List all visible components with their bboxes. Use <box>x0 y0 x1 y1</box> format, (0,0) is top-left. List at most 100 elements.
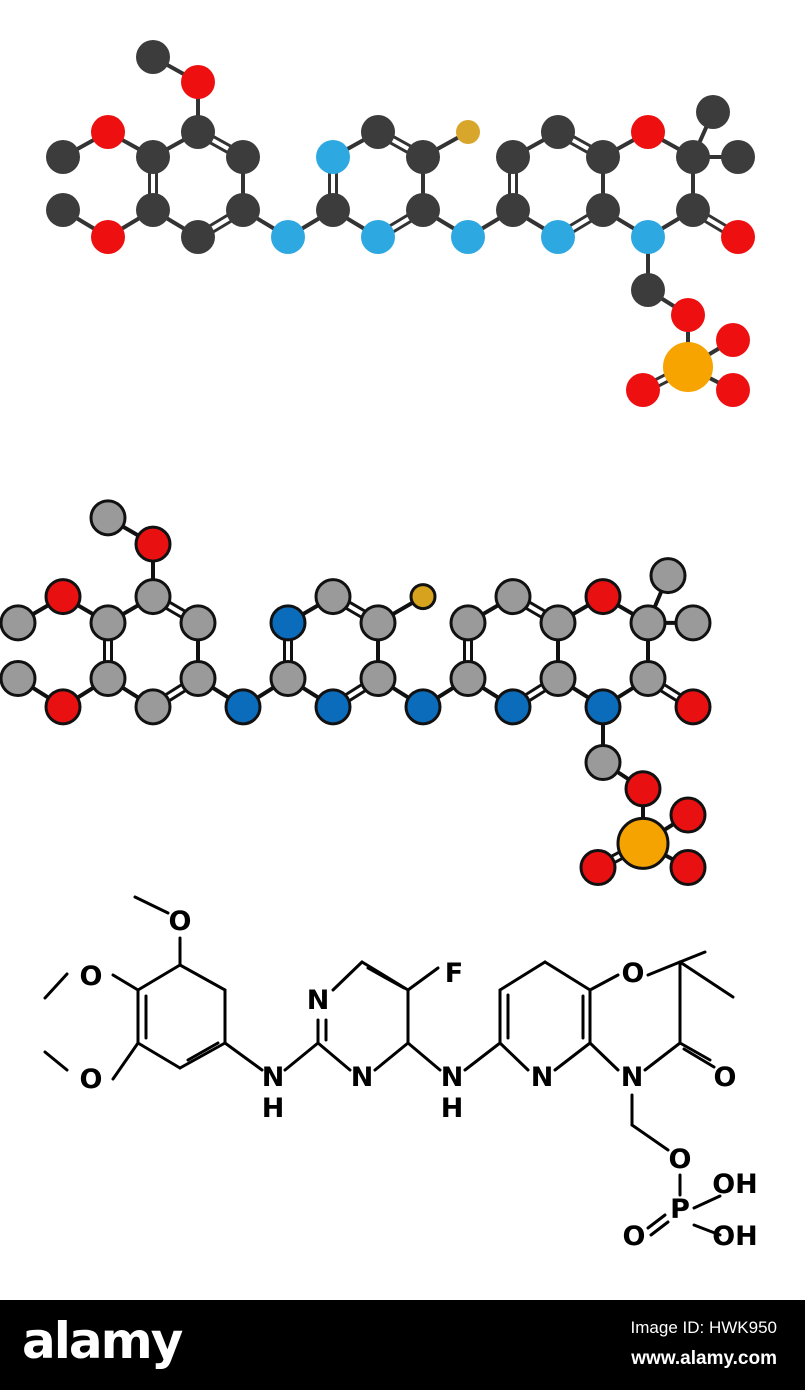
model1-atom-c <box>46 193 80 227</box>
model1-atom-o <box>626 373 660 407</box>
model1-atom-n <box>631 220 665 254</box>
skeletal-bond <box>283 1041 320 1072</box>
model2-atom-n <box>404 688 442 726</box>
atom-label-o-ring: O <box>622 958 645 989</box>
model2-atom-c <box>649 557 687 595</box>
model1-atom-n <box>316 140 350 174</box>
model2-atom-o <box>134 525 172 563</box>
skeletal-bond <box>43 972 69 1000</box>
model2-atom-c <box>134 578 172 616</box>
model2-atom-n <box>224 688 262 726</box>
atom-label-o-linker: O <box>669 1144 692 1175</box>
model2-atom-f <box>409 583 437 611</box>
model1-atom-c <box>541 115 575 149</box>
model1-atom-o <box>721 220 755 254</box>
model1-atom-f <box>456 120 480 144</box>
skeletal-bond <box>43 1050 69 1072</box>
atom-label-nh1-h: H <box>262 1093 285 1124</box>
atom-label-o-methoxy-mid: O <box>80 961 103 992</box>
skeletal-bond <box>553 1041 592 1072</box>
model2-atoms <box>0 499 712 886</box>
model1-atom-c <box>226 193 260 227</box>
atom-label-p: P <box>670 1194 690 1225</box>
model2-atom-c <box>0 660 37 697</box>
atom-label-oh2: OH <box>712 1221 758 1252</box>
model1-atom-p <box>663 342 713 392</box>
skeletal-bond <box>186 1041 220 1062</box>
model1-atom-c <box>676 193 710 227</box>
skeletal-bond <box>646 1213 667 1230</box>
atom-label-o-double: O <box>623 1221 646 1252</box>
model1-atom-c <box>46 140 80 174</box>
atom-label-o-methoxy-top: O <box>169 906 192 937</box>
atom-label-n-pyrimidine-bot: N <box>351 1062 374 1093</box>
model2-atom-n <box>269 604 307 642</box>
model2-atom-o <box>669 796 707 834</box>
model1-atom-c <box>316 193 350 227</box>
model1-atom-n <box>361 220 395 254</box>
skeletal-bond <box>178 1041 227 1070</box>
skeletal-bond <box>111 1041 140 1081</box>
skeletal-bond <box>133 895 170 915</box>
model1-atom-c <box>721 140 755 174</box>
model1-atom-o <box>671 298 705 332</box>
model2-atom-n <box>584 688 622 726</box>
atom-label-o-carbonyl: O <box>714 1062 737 1093</box>
model1-atoms <box>46 40 755 407</box>
skeletal-bond <box>682 1047 716 1069</box>
model2-atom-c <box>584 744 622 781</box>
atom-label-o-methoxy-bot: O <box>80 1064 103 1095</box>
model2-atom-c <box>0 604 37 642</box>
skeletal-bond <box>588 1041 620 1072</box>
atom-label-nh2-h: H <box>441 1093 464 1124</box>
model2-atom-o <box>669 849 707 886</box>
skeletal-bond <box>136 1041 182 1070</box>
model2-atom-c <box>179 660 217 697</box>
model2-atom-c <box>89 499 127 537</box>
model2-atom-c <box>89 604 127 642</box>
model2-atom-n <box>314 688 352 726</box>
skeletal-bond <box>692 1194 722 1210</box>
model2-atom-c <box>449 604 487 642</box>
model2-atom-c <box>89 660 127 697</box>
model1-atom-c <box>181 115 215 149</box>
skeletal-bond <box>111 973 140 992</box>
model1-atom-n <box>271 220 305 254</box>
model2-atom-o <box>674 688 712 726</box>
atom-label-n-pyrimidine-top: N <box>307 985 330 1016</box>
model1-atom-c <box>676 140 710 174</box>
image-id-label: Image ID: HWK950 <box>630 1318 777 1337</box>
model2-atom-c <box>674 604 712 642</box>
model1-atom-o <box>631 115 665 149</box>
model2-atom-c <box>314 578 352 616</box>
model2-atom-c <box>629 660 667 697</box>
watermark-footer: alamy Image ID: HWK950 www.alamy.com <box>0 1300 805 1390</box>
skeletal-bond <box>543 960 592 992</box>
skeletal-formula: O O O N N F N H N H N O N O O P OH OH O <box>43 895 758 1252</box>
atom-label-nh1-n: N <box>262 1062 285 1093</box>
atom-label-f: F <box>445 958 463 989</box>
model2-atom-o <box>624 770 662 808</box>
skeletal-bond <box>136 963 182 992</box>
skeletal-bond <box>630 1123 670 1152</box>
skeletal-bonds <box>43 895 735 1237</box>
site-url: www.alamy.com <box>631 1348 777 1369</box>
model1-atom-n <box>451 220 485 254</box>
skeletal-bond <box>649 1220 670 1237</box>
skeletal-bond <box>678 950 707 964</box>
model1-atom-c <box>496 140 530 174</box>
skeletal-bond <box>498 960 547 992</box>
model1-atom-c <box>361 115 395 149</box>
ball-and-stick-model <box>0 499 712 886</box>
model1-atom-o <box>181 65 215 99</box>
skeletal-bond <box>373 1041 410 1072</box>
skeletal-bond <box>406 1041 442 1072</box>
model2-atom-o <box>584 578 622 616</box>
model2-atom-p <box>616 816 670 870</box>
model1-atom-o <box>716 373 750 407</box>
model2-atom-c <box>269 660 307 697</box>
model2-atom-o <box>44 688 82 726</box>
model1-atom-c <box>586 193 620 227</box>
model1-atom-c <box>136 193 170 227</box>
model1-atom-c <box>181 220 215 254</box>
